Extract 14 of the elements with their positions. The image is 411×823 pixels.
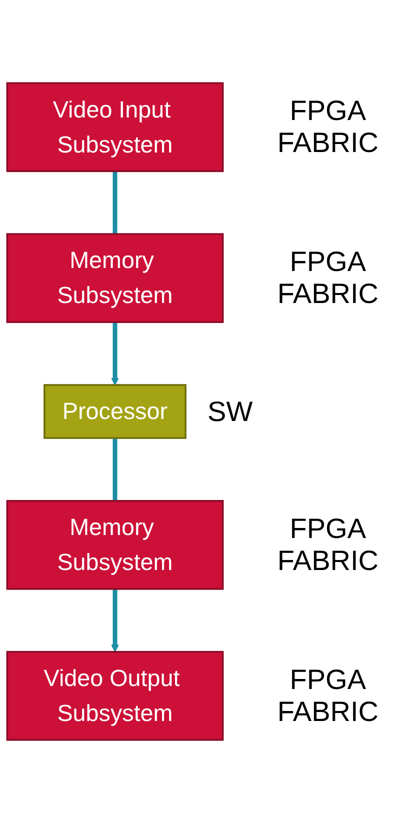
side-note: FPGA FABRIC xyxy=(276,95,380,160)
node-box: Video Input Subsystem xyxy=(6,82,224,172)
node-box: Video Output Subsystem xyxy=(6,650,224,741)
node-box: Processor xyxy=(44,384,186,439)
side-note: FPGA FABRIC xyxy=(276,246,380,310)
side-note: FPGA FABRIC xyxy=(276,664,380,728)
arrow xyxy=(111,322,119,386)
connector xyxy=(112,438,118,501)
arrow xyxy=(111,588,119,652)
node-box: Memory Subsystem xyxy=(6,233,224,323)
side-note: SW xyxy=(208,396,253,428)
side-note: FPGA FABRIC xyxy=(276,512,380,577)
node-box: Memory Subsystem xyxy=(6,500,224,590)
connector xyxy=(112,171,118,234)
